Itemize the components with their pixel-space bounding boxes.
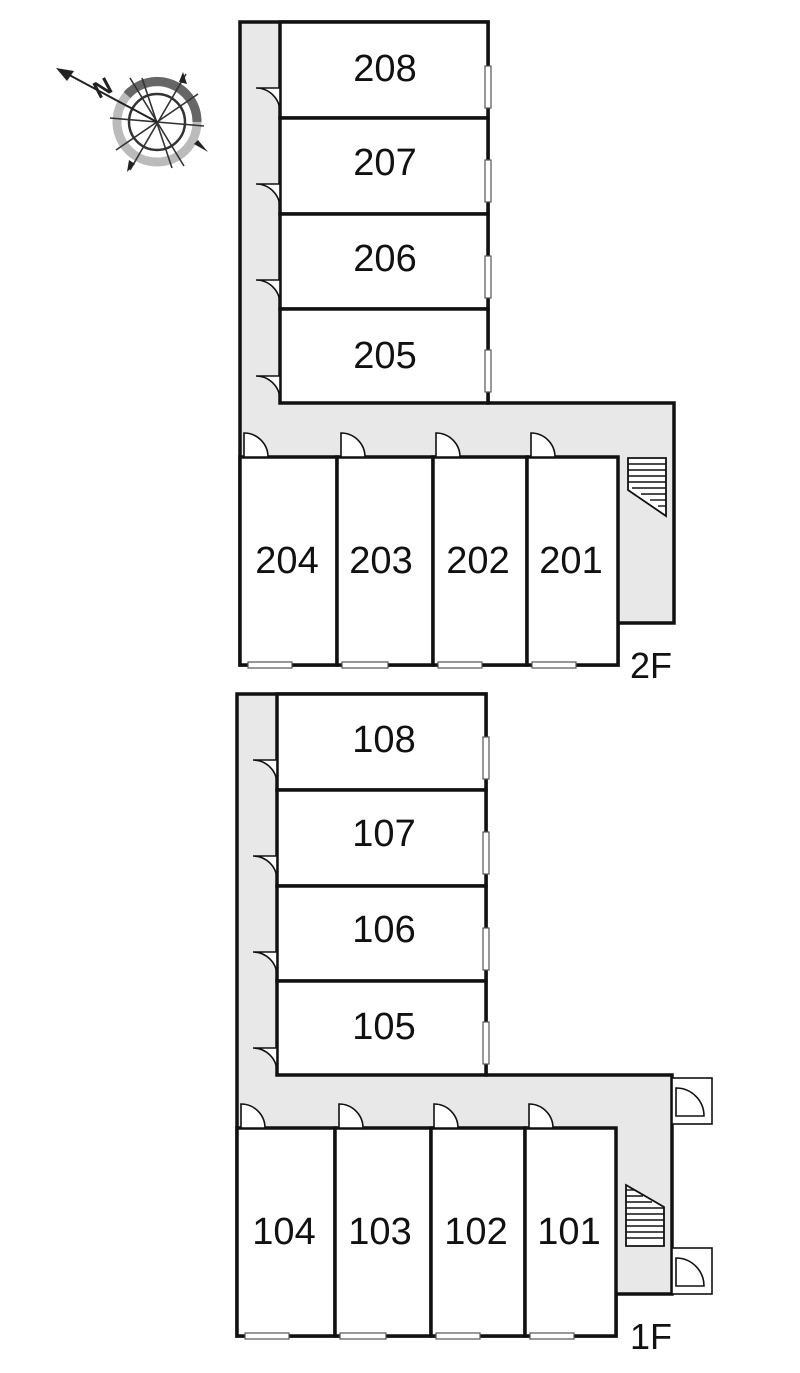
floor-2f: 208 207 206 205 204 203 202 201 <box>238 20 676 686</box>
room-205[interactable] <box>278 307 490 405</box>
window <box>244 1332 290 1340</box>
window <box>484 255 492 299</box>
door-icon <box>435 432 461 458</box>
room-label: 106 <box>352 909 415 951</box>
room-107[interactable] <box>275 788 488 888</box>
room-label: 202 <box>446 540 509 582</box>
room-202[interactable] <box>431 455 529 667</box>
window <box>484 159 492 203</box>
compass-north-letter: N <box>89 72 117 104</box>
window <box>484 349 492 393</box>
stairs-icon <box>627 457 667 518</box>
compass: N <box>56 68 208 172</box>
entrance-door-icon <box>671 1077 713 1125</box>
room-106[interactable] <box>275 884 488 983</box>
north-arrow-icon: N <box>56 68 208 172</box>
room-label: 107 <box>352 813 415 855</box>
window <box>341 661 389 669</box>
room-label: 108 <box>352 719 415 761</box>
room-103[interactable] <box>333 1126 433 1338</box>
door-icon <box>252 759 278 785</box>
room-label: 208 <box>353 48 416 90</box>
room-208[interactable] <box>278 20 490 120</box>
door-icon <box>255 87 281 113</box>
floor-label-1f: 1F <box>630 1316 672 1357</box>
door-icon <box>528 1103 554 1129</box>
window <box>531 661 577 669</box>
door-icon <box>252 855 278 881</box>
room-label: 201 <box>539 540 602 582</box>
room-108[interactable] <box>275 692 488 792</box>
room-105[interactable] <box>275 979 488 1077</box>
entrance-door-icon <box>671 1247 713 1295</box>
room-label: 206 <box>353 238 416 280</box>
window <box>247 661 293 669</box>
window <box>482 831 490 875</box>
door-icon <box>243 432 269 458</box>
door-icon <box>340 432 366 458</box>
floor-1f: 108 107 106 105 104 103 102 101 <box>235 692 713 1357</box>
door-icon <box>252 1047 278 1073</box>
room-label: 101 <box>537 1211 600 1253</box>
window <box>482 736 490 780</box>
door-icon <box>252 951 278 977</box>
door-icon <box>240 1103 266 1129</box>
room-label: 103 <box>348 1211 411 1253</box>
window <box>435 1332 481 1340</box>
door-icon <box>255 183 281 209</box>
stairs-icon <box>625 1183 665 1247</box>
window <box>482 1021 490 1065</box>
door-icon <box>255 375 281 401</box>
room-label: 104 <box>252 1211 315 1253</box>
room-label: 205 <box>353 335 416 377</box>
room-label: 102 <box>444 1211 507 1253</box>
door-icon <box>530 432 556 458</box>
window <box>484 65 492 109</box>
window <box>482 927 490 971</box>
door-icon <box>255 279 281 305</box>
window <box>437 661 483 669</box>
door-icon <box>433 1103 459 1129</box>
door-icon <box>338 1103 364 1129</box>
room-label: 204 <box>255 540 318 582</box>
room-label: 207 <box>353 142 416 184</box>
room-label: 105 <box>352 1006 415 1048</box>
window <box>529 1332 575 1340</box>
room-label: 203 <box>349 540 412 582</box>
floor-label-2f: 2F <box>630 645 672 686</box>
room-207[interactable] <box>278 116 490 216</box>
window <box>339 1332 387 1340</box>
room-102[interactable] <box>429 1126 527 1338</box>
